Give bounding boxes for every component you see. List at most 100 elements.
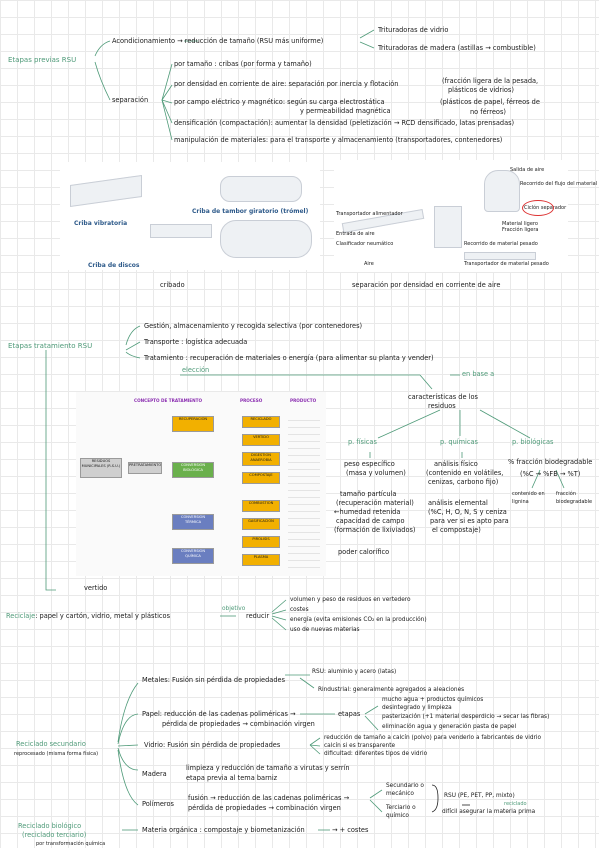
sep-campo-c: (plásticos de papel, férreos de [440,98,540,106]
sep-densificacion: densificación (compactación): aumentar l… [174,119,515,127]
p-fisicas: p. físicas [348,438,377,446]
criba-discos-drawing [150,224,212,238]
label-material-ligero: Material ligero [502,221,538,227]
materia-organica: Materia orgánica : compostaje y biometan… [142,826,305,834]
capacidad-campo: capacidad de campo [336,517,405,525]
diagram-vertido: VERTIDO [242,434,280,446]
madera-2: etapa previa al tema barniz [186,774,278,782]
transporte: Transporte : logística adecuada [144,338,248,346]
cribas-figure: Criba vibratoria Criba de tambor girator… [60,162,320,270]
criba-vibratoria-drawing [70,174,142,208]
rindustrial: Rindustrial: generalmente agregados a al… [318,687,465,693]
gestion: Gestión, almacenamiento y recogida selec… [144,322,363,330]
diagram-header-concepto: CONCEPTO DE TRATAMIENTO [134,398,203,403]
label-transportador-pesado: Transportador de material pesado [464,261,549,267]
sep-tamano: por tamaño : cribas (por forma y tamaño) [174,60,312,68]
analisis-elemental-b: (%C, H, O, N, S y ceniza [428,508,507,516]
sep-campo-b: y permeabilidad magnética [300,107,391,115]
criba-vibratoria-caption: Criba vibratoria [74,220,128,227]
peso-especifico-b: (masa y volumen) [346,469,406,477]
vidrio-2: calcín si es transparente [324,743,396,749]
label-clasificador: Clasificador neumático [336,241,394,247]
reciclado-biologico-sub1: (reciclado terciario) [22,831,87,839]
diagram-header-proceso: PROCESO [240,398,263,403]
reciclado-biologico-sub2: por transformación química [36,841,106,847]
mas-costes: → + costes [332,826,369,834]
reducir-label: reducir [246,612,270,620]
highlight-circle [522,200,554,216]
vertido-label: vertido [84,584,108,592]
separacion-label: separación [112,96,149,104]
etapa-papel-2: desintegrado y limpieza [382,705,452,711]
etapas-previas-title: Etapas previas RSU [8,56,77,64]
etapas-tratamiento-title: Etapas tratamiento RSU [8,342,93,350]
analisis-elemental-d: el compostaje) [432,526,481,534]
polimeros-rsu: RSU (PE, PET, PP, mixto) [444,793,515,799]
polimeros-1: fusión → reducción de las cadenas polimé… [188,794,350,802]
sep-campo-d: no férreos) [470,108,506,116]
diagram-conversion-quimica: CONVERSIÓN QUÍMICA [172,548,214,564]
sep-campo: por campo eléctrico y magnético: según s… [174,98,385,106]
enbase-label: en base a [462,370,495,378]
papel-1: Papel: reducción de las cadenas poliméri… [142,710,296,718]
fraccion-biodegradable: % fracción biodegradable [508,458,593,466]
analisis-elemental-c: para ver si es apto para [430,517,509,525]
fraccion-biodegradable-b: fracción biodegradable [556,491,593,505]
analisis-fisico: análisis físico [434,460,478,468]
reciclado-secundario-sub: reprocesado (misma forma física) [14,751,99,757]
poder-calorifico: poder calorífico [338,548,390,556]
label-recorrido-pesado: Recorrido de material pesado [464,241,538,247]
madera-1: limpieza y reducción de tamaño a virutas… [186,764,350,772]
madera: Madera [142,770,167,778]
label-recorrido-ligero: Recorrido del flujo del material ligero [520,181,599,187]
diagram-conversion-biologica: CONVERSIÓN BIOLÓGICA [172,462,214,478]
objetivo-label: objetivo [222,606,246,612]
caracteristicas-label: características de los [408,393,478,401]
tamano-particula-b: (recuperación material) [336,499,414,507]
polimeros: Polímeros [142,800,174,808]
etapa-papel-3: pasterización (+1 material desperdicio →… [382,714,550,720]
contenido-lignina: contenido en lignina [512,491,545,505]
diagram-conversion-termica: CONVERSIÓN TÉRMICA [172,514,214,530]
concepto-tratamiento-diagram: CONCEPTO DE TRATAMIENTO PROCESO PRODUCTO… [76,392,326,576]
etapas-papel: etapas [338,710,361,718]
diagram-recuperacion: RECUPERACIÓN [172,416,214,432]
rsu-aluminio: RSU: aluminio y acero (latas) [312,669,397,675]
vidrio: Vidrio: Fusión sin pérdida de propiedade… [144,741,281,749]
etapa-papel-4: eliminación agua y generación pasta de p… [382,724,517,730]
humedad: ←humedad retenida [334,508,401,516]
diagram-residuos: RESIDUOS MUNICIPALES (R.S.U.) [80,458,122,478]
sep-densidad-c: plásticos de vidrios) [448,86,514,94]
diagram-product-list [288,414,320,570]
reducir-1: volumen y peso de residuos en vertedero [290,597,411,603]
cribado-caption: cribado [160,281,185,289]
reciclado-secundario-title: Reciclado secundario [16,740,86,748]
p-quimicas: p. químicas [440,438,478,446]
sep-densidad-b: (fracción ligera de la pesada, [442,77,539,85]
diagram-digestion: DIGESTIÓN ANAEROBIA [242,452,280,466]
formula-fb: (%C → %FB → %T) [520,470,581,478]
reducir-4: uso de nuevas materias [290,627,360,633]
label-fraccion-ligera: Fracción ligera [502,227,539,233]
reducir-2: costes [290,607,309,613]
peso-especifico: peso específico [344,460,395,468]
residuos-label: residuos [428,402,456,410]
acondicionamiento: Acondicionamiento → reducción de tamaño … [112,37,324,45]
sep-manipulacion: manipulación de materiales: para el tran… [174,136,503,144]
separacion-densidad-caption: separación por densidad en corriente de … [352,281,501,289]
capacidad-campo-b: (formación de lixiviados) [334,526,416,534]
ciclon-drawing [484,170,520,212]
polimeros-secundario: Secundario o mecánico [386,783,424,797]
trommel-drawing [220,176,302,202]
eleccion-label: elección [182,366,210,374]
criba-tambor-caption: Criba de tambor giratorio (trómel) [192,208,309,215]
label-salida-aire: Salida de aire [510,167,545,173]
label-transportador: Transportador alimentador [336,211,403,217]
vidrio-1: reducción de tamaño a calcín (polvo) par… [324,735,542,741]
polimeros-2: pérdida de propiedades → combinación vir… [188,804,341,812]
label-entrada-aire: Entrada de aire [336,231,375,237]
etapa-papel-1: mucho agua + productos químicos [382,697,484,703]
polimeros-terciario: Terciario o químico [386,805,416,819]
diagram-compostaje: COMPOSTAJE [242,472,280,484]
